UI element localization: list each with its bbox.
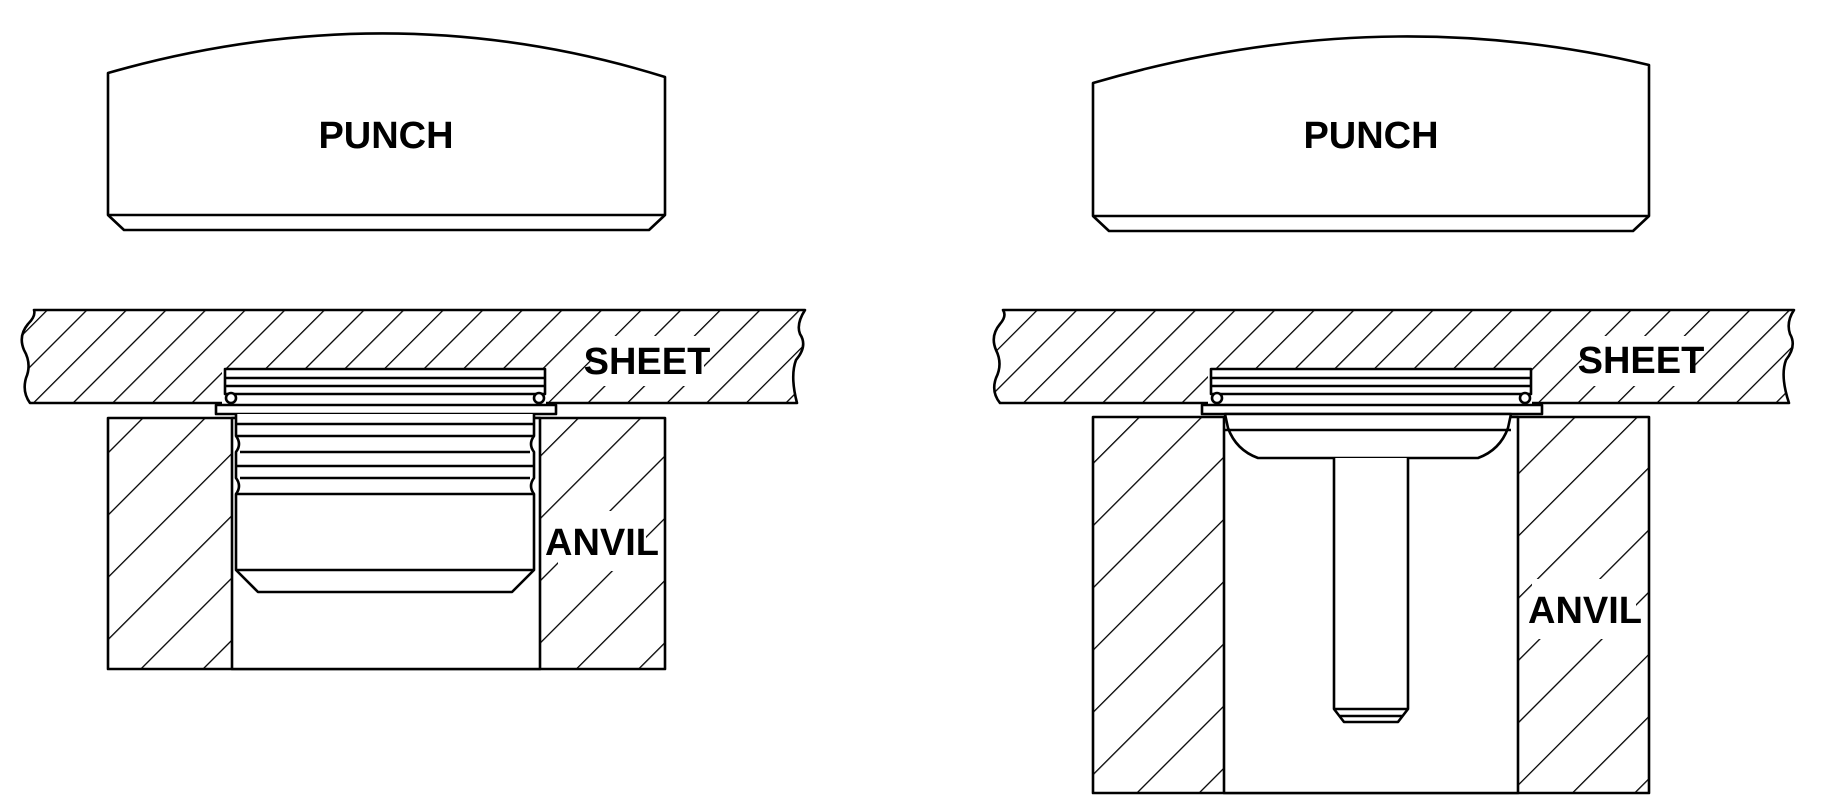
left-spacer-plate [214, 403, 558, 416]
right-stud [1209, 367, 1533, 724]
right-assembly [992, 35, 1796, 795]
right-punch [1091, 35, 1651, 233]
right-sheet-label: SHEET [1578, 340, 1705, 382]
left-assembly [20, 32, 807, 671]
left-insert [223, 367, 547, 594]
right-anvil-label: ANVIL [1528, 590, 1642, 632]
left-punch-label: PUNCH [318, 115, 453, 157]
right-punch-label: PUNCH [1303, 115, 1438, 157]
left-sheet-label: SHEET [584, 341, 711, 383]
left-punch [106, 32, 667, 232]
right-spacer-plate [1200, 403, 1544, 416]
left-anvil-label: ANVIL [545, 522, 659, 564]
